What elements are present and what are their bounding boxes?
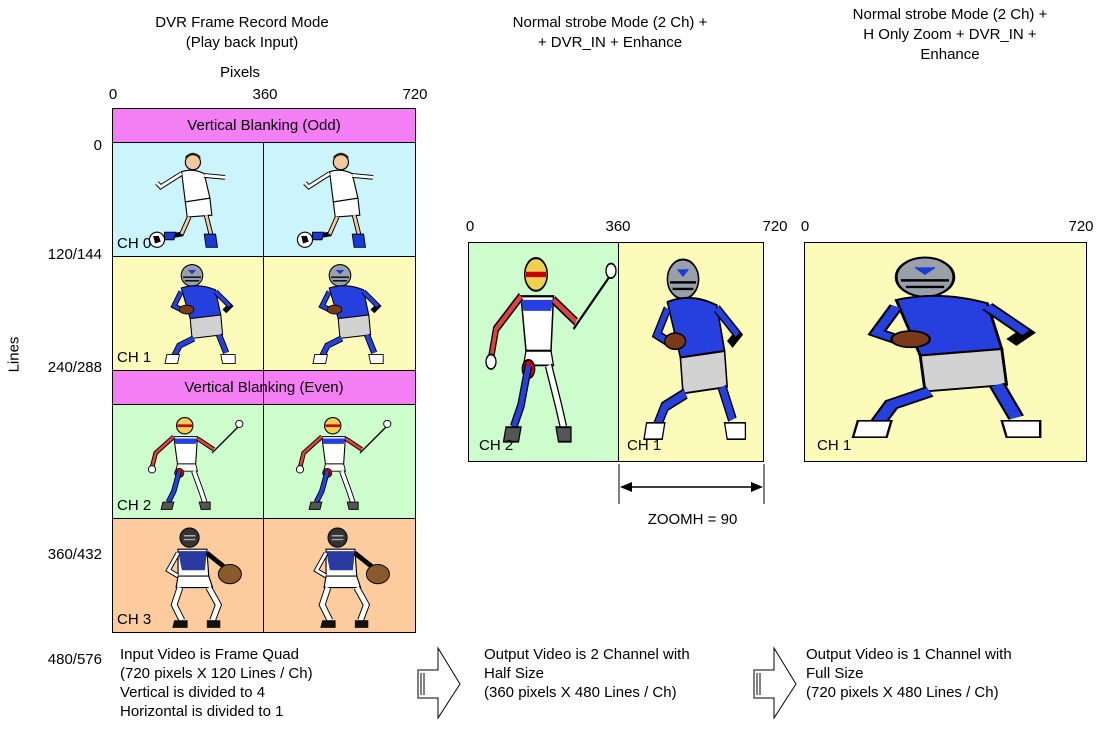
ch1-band: CH 1: [112, 256, 416, 371]
panel2-title-line2: + DVR_IN + Enhance: [537, 34, 683, 51]
y-tick-0: 0: [93, 137, 102, 154]
y-tick-480: 480/576: [47, 651, 102, 668]
panel2-left-ch2: CH 2: [468, 242, 619, 462]
panel3-caption: Output Video is 1 Channel with Full Size…: [806, 646, 1012, 701]
x-tick-720: 720: [402, 86, 428, 103]
panel1-title-line1: DVR Frame Record Mode: [155, 14, 329, 31]
y-tick-240: 240/288: [47, 359, 102, 376]
blanking-odd-label: Vertical Blanking (Odd): [187, 117, 341, 134]
x-tick-0: 0: [108, 86, 118, 103]
ch3-band: CH 3: [112, 518, 416, 633]
right-arrow-icon: [753, 646, 797, 720]
blanking-even-label: Vertical Blanking (Even): [184, 379, 344, 396]
panel3-title-line1: Normal strobe Mode (2 Ch) +: [852, 6, 1048, 23]
panel2-x-tick-360: 360: [605, 218, 631, 235]
ch2-band: CH 2: [112, 404, 416, 519]
ch0-label: CH 0: [117, 235, 152, 252]
panel2-x-tick-720: 720: [762, 218, 788, 235]
pixels-axis-label: Pixels: [219, 64, 260, 81]
panel3-title-line2: H Only Zoom + DVR_IN +: [863, 26, 1037, 43]
right-arrow-icon: [417, 646, 461, 720]
panel2-right-ch1: CH 1: [618, 242, 764, 462]
panel2-caption: Output Video is 2 Channel with Half Size…: [484, 646, 690, 701]
vertical-blanking-even: Vertical Blanking (Even): [112, 370, 416, 405]
x-tick-360: 360: [252, 86, 278, 103]
y-tick-120: 120/144: [47, 246, 102, 263]
panel2-x-tick-0: 0: [465, 218, 475, 235]
panel3-x-tick-0: 0: [800, 218, 810, 235]
panel3-ch1-label: CH 1: [817, 437, 852, 454]
ch0-band: CH 0: [112, 142, 416, 257]
panel1-caption: Input Video is Frame Quad (720 pixels X …: [120, 646, 313, 720]
panel3-title-line3: Enhance: [920, 46, 980, 63]
panel3-x-tick-720: 720: [1068, 218, 1094, 235]
ch2-label: CH 2: [117, 497, 152, 514]
ch1-label: CH 1: [117, 349, 152, 366]
panel2-ch1-label: CH 1: [627, 437, 662, 454]
vertical-blanking-odd: Vertical Blanking (Odd): [112, 108, 416, 143]
ch3-label: CH 3: [117, 611, 152, 628]
panel3-ch1: CH 1: [804, 242, 1087, 462]
y-tick-360: 360/432: [47, 546, 102, 563]
center-divider: [263, 142, 264, 633]
panel2-ch2-label: CH 2: [479, 437, 514, 454]
zoomh-label: ZOOMH = 90: [647, 511, 738, 528]
panel2-title-line1: Normal strobe Mode (2 Ch) +: [512, 14, 708, 31]
panel1-title-line2: (Play back Input): [185, 34, 299, 51]
